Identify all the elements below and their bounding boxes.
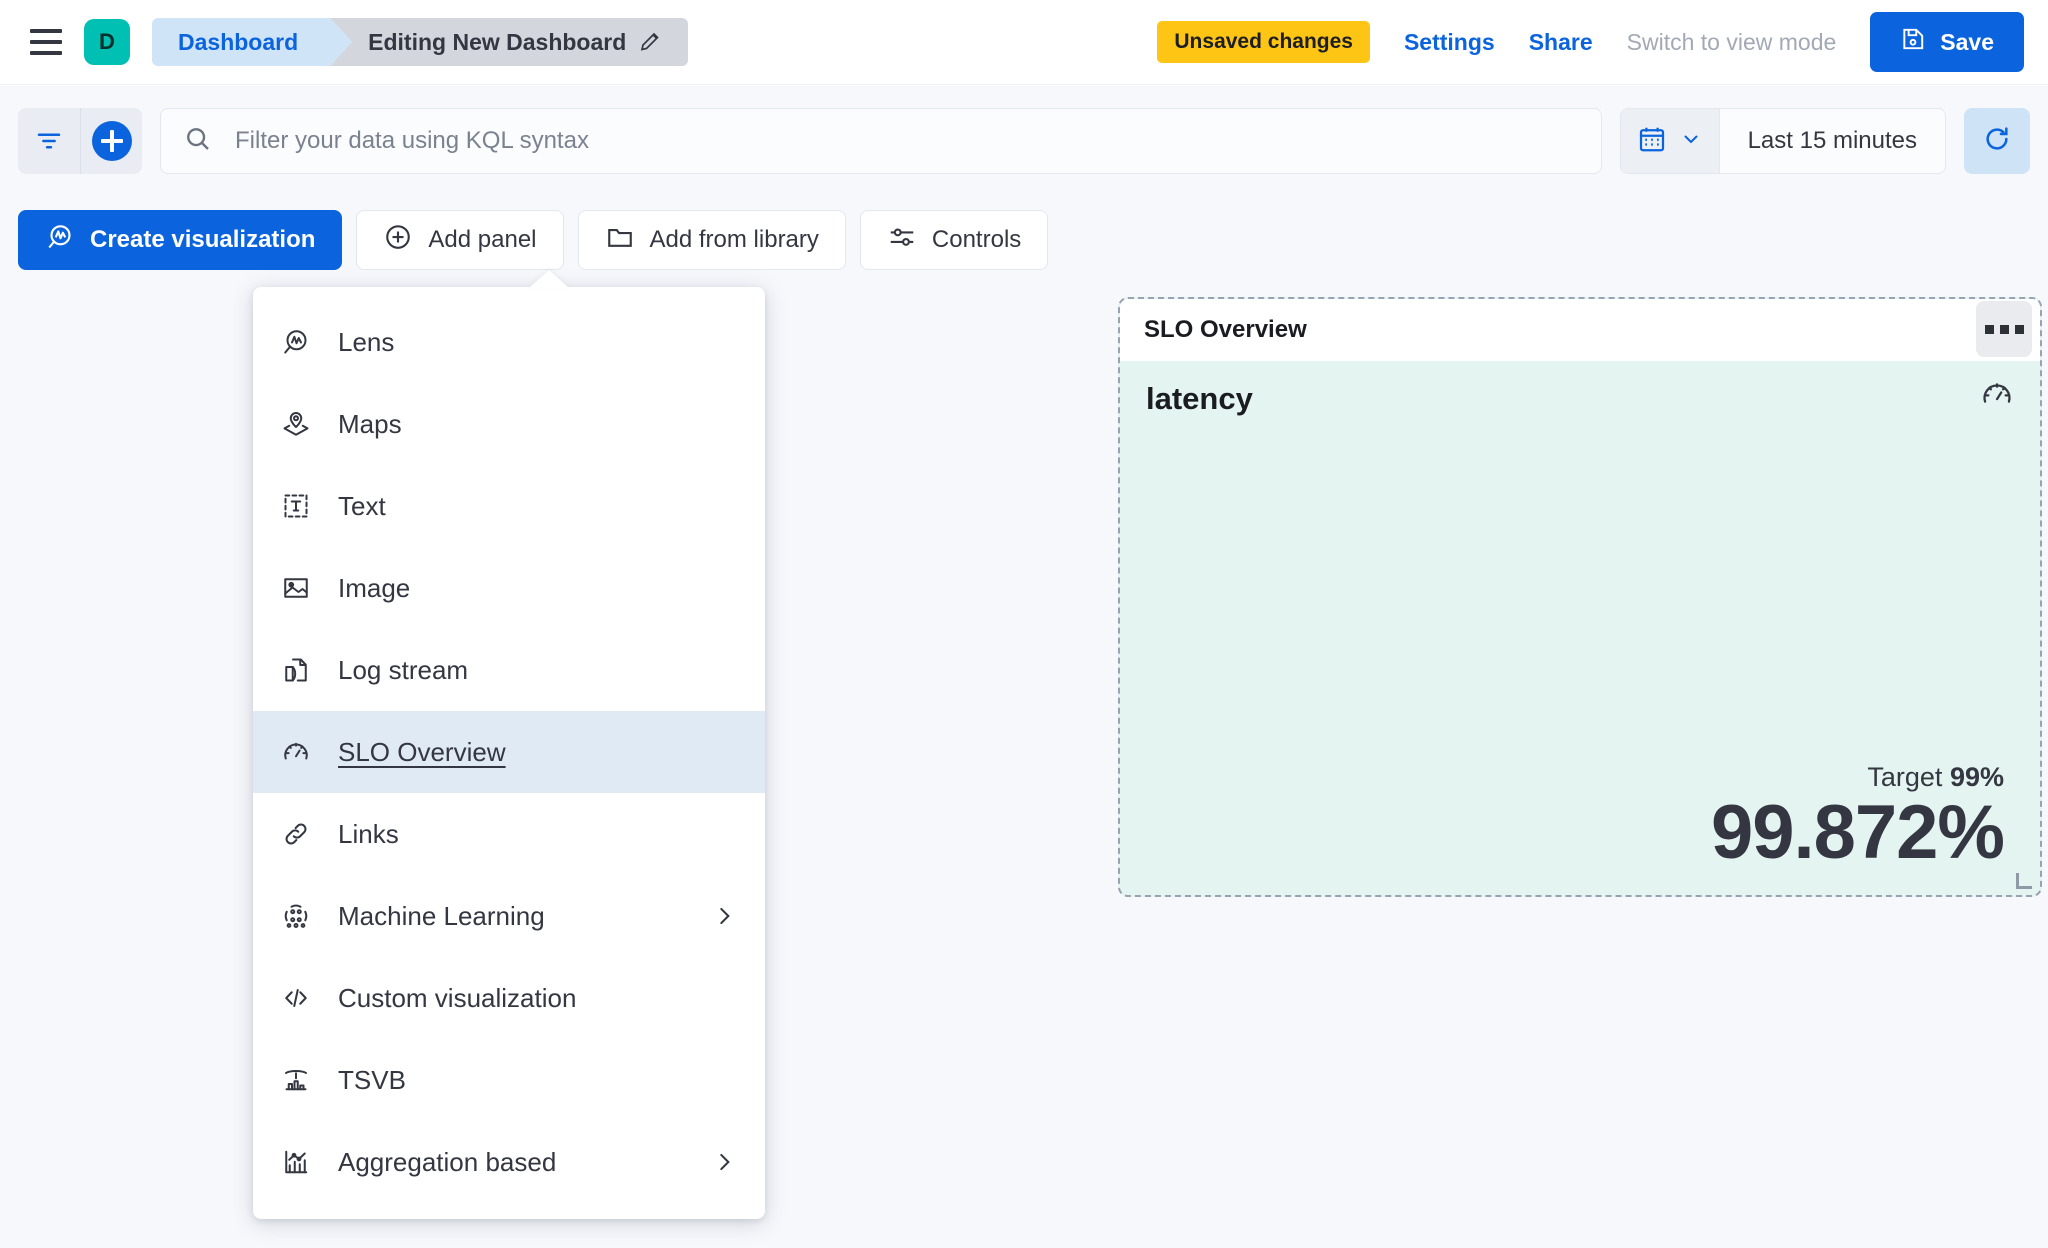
calendar-icon [1637, 124, 1667, 159]
gauge-icon [281, 737, 311, 767]
panel-title: SLO Overview [1144, 316, 1307, 343]
menu-item-maps[interactable]: Maps [253, 383, 765, 465]
panel-header: SLO Overview [1120, 299, 2040, 361]
menu-item-label: Machine Learning [338, 900, 545, 931]
date-quick-select-button[interactable] [1620, 109, 1720, 173]
share-link[interactable]: Share [1528, 28, 1593, 55]
refresh-icon [1981, 123, 2013, 160]
plus-circle-icon [91, 121, 132, 161]
menu-item-log-stream[interactable]: Log stream [253, 629, 765, 711]
chevron-down-icon [1679, 127, 1703, 156]
breadcrumb: Dashboard Editing New Dashboard [152, 18, 689, 66]
filter-button-group [18, 108, 142, 174]
agg-chart-icon [281, 1147, 311, 1177]
panel-context-menu-button[interactable] [1976, 301, 2032, 357]
popover-arrow [529, 270, 569, 288]
folder-icon [605, 222, 635, 259]
add-panel-button[interactable]: Add panel [356, 210, 564, 270]
slo-name: latency [1146, 381, 1253, 416]
lens-icon [45, 222, 75, 259]
three-dots-icon [1984, 324, 1994, 334]
panel-body: latency Target 99% 99.872% [1120, 361, 2040, 895]
create-visualization-button[interactable]: Create visualization [18, 210, 343, 270]
plus-circle-outline-icon [383, 222, 413, 259]
query-bar: Last 15 minutes [0, 86, 2048, 196]
edit-toolbar: Create visualization Add panel Add from … [0, 196, 2048, 284]
menu-item-label: Log stream [338, 654, 469, 685]
breadcrumb-editing-label: Editing New Dashboard [368, 28, 627, 55]
menu-item-label: Maps [338, 408, 402, 439]
menu-item-tsvb[interactable]: TSVB [253, 1039, 765, 1121]
chrome-actions: Unsaved changes Settings Share Switch to… [1157, 12, 2024, 72]
controls-label: Controls [931, 226, 1022, 253]
switch-to-view-mode-link[interactable]: Switch to view mode [1626, 28, 1837, 55]
breadcrumb-dashboard-label: Dashboard [178, 28, 299, 55]
slo-target-label: Target [1867, 762, 1943, 792]
add-from-library-label: Add from library [649, 226, 819, 253]
slo-target: Target 99% [1146, 762, 2004, 793]
log-stream-icon [281, 655, 311, 685]
ml-icon [281, 901, 311, 931]
save-button[interactable]: Save [1870, 12, 2024, 72]
menu-item-label: Custom visualization [338, 982, 577, 1013]
slo-values: Target 99% 99.872% [1146, 762, 2010, 871]
pencil-icon[interactable] [638, 30, 662, 54]
resize-handle-icon[interactable] [2016, 873, 2032, 889]
slo-target-value: 99% [1949, 762, 2004, 792]
add-filter-button[interactable] [80, 108, 142, 174]
menu-item-machine-learning[interactable]: Machine Learning [253, 875, 765, 957]
time-range-value[interactable]: Last 15 minutes [1747, 127, 1917, 154]
filter-funnel-icon[interactable] [18, 108, 80, 174]
kql-search-bar[interactable] [160, 108, 1602, 174]
text-box-icon [281, 491, 311, 521]
menu-item-label: Image [338, 572, 411, 603]
menu-item-lens[interactable]: Lens [253, 301, 765, 383]
menu-item-label: SLO Overview [338, 736, 506, 767]
add-from-library-button[interactable]: Add from library [577, 210, 846, 270]
menu-item-slo-overview[interactable]: SLO Overview [253, 711, 765, 793]
save-button-label: Save [1940, 28, 1994, 55]
breadcrumb-dashboard[interactable]: Dashboard [152, 18, 353, 66]
chevron-right-icon [711, 1149, 737, 1175]
top-chrome-bar: D Dashboard Editing New Dashboard Unsave… [0, 0, 2048, 85]
save-disk-icon [1900, 26, 1926, 58]
link-icon [281, 819, 311, 849]
menu-item-label: Text [338, 490, 386, 521]
add-panel-label: Add panel [428, 226, 537, 253]
date-picker-group: Last 15 minutes [1619, 108, 1946, 174]
tsvb-icon [281, 1065, 311, 1095]
menu-item-label: Links [338, 818, 399, 849]
code-icon [281, 983, 311, 1013]
three-dots-icon [1999, 324, 2009, 334]
slo-overview-panel[interactable]: SLO Overview latency Target 99% [1118, 297, 2042, 897]
hamburger-menu-icon[interactable] [24, 20, 68, 64]
settings-link[interactable]: Settings [1403, 28, 1495, 55]
create-visualization-label: Create visualization [90, 226, 316, 253]
menu-item-custom-visualization[interactable]: Custom visualization [253, 957, 765, 1039]
image-icon [281, 573, 311, 603]
slo-current-value: 99.872% [1710, 790, 2005, 875]
gauge-icon [1980, 377, 2014, 416]
refresh-button[interactable] [1964, 108, 2030, 174]
space-avatar[interactable]: D [84, 19, 130, 65]
menu-item-aggregation-based[interactable]: Aggregation based [253, 1121, 765, 1203]
menu-item-label: Lens [338, 326, 395, 357]
menu-item-links[interactable]: Links [253, 793, 765, 875]
lens-icon [281, 327, 311, 357]
controls-button[interactable]: Controls [859, 210, 1049, 270]
chevron-right-icon [711, 903, 737, 929]
menu-item-label: Aggregation based [338, 1146, 557, 1177]
breadcrumb-editing-dashboard[interactable]: Editing New Dashboard [330, 18, 689, 66]
maps-pin-icon [281, 409, 311, 439]
menu-item-text[interactable]: Text [253, 465, 765, 547]
three-dots-icon [2014, 324, 2024, 334]
search-input[interactable] [235, 127, 1579, 155]
controls-sliders-icon [887, 222, 917, 259]
menu-item-label: TSVB [338, 1064, 406, 1095]
menu-item-image[interactable]: Image [253, 547, 765, 629]
unsaved-changes-badge[interactable]: Unsaved changes [1157, 21, 1370, 63]
search-icon [183, 124, 213, 159]
